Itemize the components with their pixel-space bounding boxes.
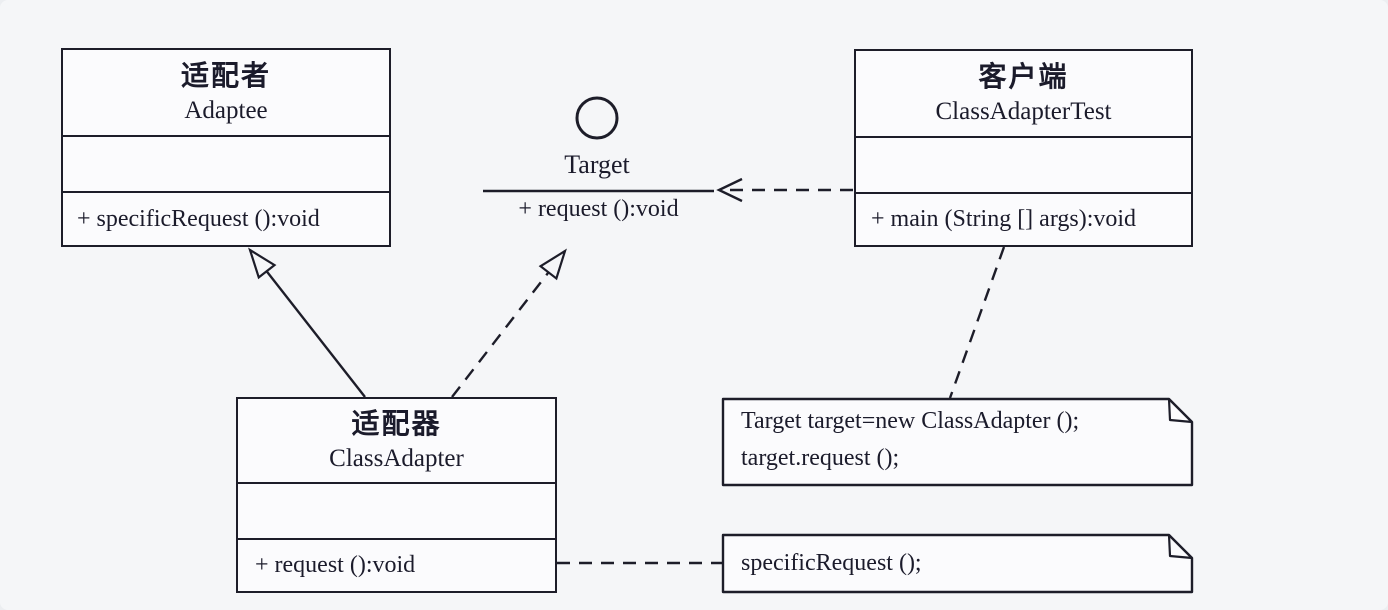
adapter-methods-compartment: + request ():void — [238, 538, 555, 591]
note-connector-client — [948, 246, 1006, 399]
note-fold-adapter — [1167, 534, 1193, 560]
adaptee-method: + specificRequest ():void — [77, 205, 320, 232]
client-methods-compartment: + main (String [] args):void — [856, 192, 1191, 245]
class-box-adapter: 适配器 ClassAdapter + request ():void — [236, 397, 557, 593]
adaptee-methods-compartment: + specificRequest ():void — [63, 191, 389, 245]
note-fold-client — [1167, 398, 1193, 424]
client-title-compartment: 客户端 ClassAdapterTest — [856, 51, 1191, 136]
interface-method: + request ():void — [518, 196, 679, 222]
realization-arrow — [451, 248, 567, 398]
generalization-arrow — [248, 247, 366, 398]
adaptee-name-cn: 适配者 — [180, 61, 271, 92]
class-box-adaptee: 适配者 Adaptee + specificRequest ():void — [61, 48, 391, 247]
adaptee-name-en: Adaptee — [184, 97, 268, 124]
client-name-cn: 客户端 — [978, 62, 1069, 93]
adapter-note: specificRequest (); — [741, 535, 922, 592]
interface-name: Target — [564, 150, 630, 179]
note-shape-client — [721, 397, 1194, 487]
client-name-en: ClassAdapterTest — [935, 98, 1112, 125]
client-note-line-1: Target target=new ClassAdapter (); — [741, 408, 1080, 434]
adapter-attributes-compartment — [238, 482, 555, 538]
client-note-line-2: target.request (); — [741, 445, 900, 471]
note-shape-adapter — [721, 533, 1194, 594]
adapter-name-cn: 适配器 — [351, 409, 442, 440]
client-note: Target target=new ClassAdapter (); target… — [741, 403, 1079, 477]
adaptee-title-compartment: 适配者 Adaptee — [63, 50, 389, 135]
client-attributes-compartment — [856, 136, 1191, 192]
adapter-note-line-1: specificRequest (); — [741, 550, 922, 576]
interface-circle — [575, 96, 619, 140]
adaptee-attributes-compartment — [63, 135, 389, 191]
class-box-client: 客户端 ClassAdapterTest + main (String [] a… — [854, 49, 1193, 247]
client-method: + main (String [] args):void — [871, 206, 1137, 232]
adapter-title-compartment: 适配器 ClassAdapter — [238, 399, 555, 482]
adapter-name-en: ClassAdapter — [329, 445, 464, 472]
adapter-method: + request ():void — [255, 552, 416, 578]
